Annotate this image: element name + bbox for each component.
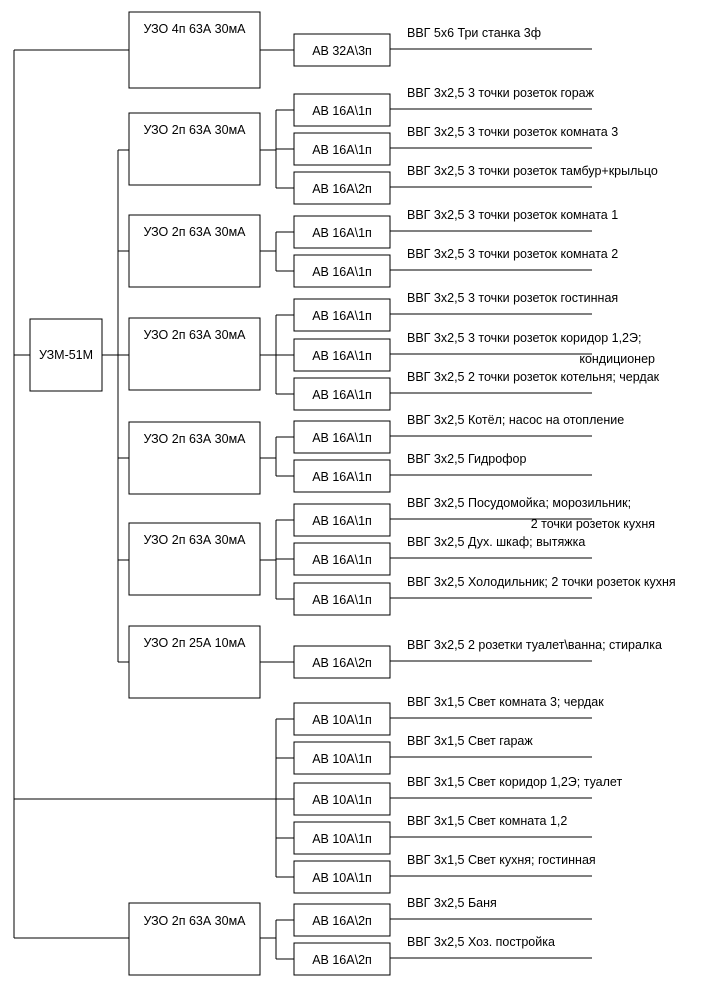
cable-label: ВВГ 3х1,5 Свет комната 1,2 (407, 814, 567, 828)
rcd-box (128, 317, 261, 391)
cable-label: ВВГ 3х2,5 2 розетки туалет\ванна; стирал… (407, 638, 662, 652)
breaker-box (293, 645, 391, 679)
breaker-label: АВ 10А\1п (312, 793, 372, 807)
cable-label: ВВГ 3х2,5 Холодильник; 2 точки розеток к… (407, 575, 676, 589)
breaker-box (293, 821, 391, 855)
cable-label: ВВГ 3х2,5 Хоз. постройка (407, 935, 555, 949)
breaker-box (293, 338, 391, 372)
breaker-label: АВ 16А\1п (312, 514, 372, 528)
breaker-label: АВ 10А\1п (312, 871, 372, 885)
breaker-label: АВ 16А\1п (312, 349, 372, 363)
breaker-box (293, 942, 391, 976)
rcd-box (128, 112, 261, 186)
rcd-label: УЗО 2п 63А 30мА (143, 225, 246, 239)
cable-label: ВВГ 3х2,5 3 точки розеток гостинная (407, 291, 618, 305)
rcd-label: УЗО 2п 25А 10мА (143, 636, 246, 650)
breaker-label: АВ 16А\1п (312, 143, 372, 157)
breaker-box (293, 903, 391, 937)
breaker-label: АВ 16А\1п (312, 593, 372, 607)
breaker-label: АВ 10А\1п (312, 752, 372, 766)
rcd-box (128, 214, 261, 288)
breaker-box (293, 741, 391, 775)
breaker-label: АВ 10А\1п (312, 713, 372, 727)
breaker-label: АВ 16А\2п (312, 656, 372, 670)
breaker-box (293, 782, 391, 816)
cable-label: ВВГ 3х2,5 3 точки розеток комната 2 (407, 247, 618, 261)
breaker-box (293, 459, 391, 493)
cable-label: ВВГ 3х1,5 Свет гараж (407, 734, 533, 748)
main-device-box (29, 318, 103, 392)
breaker-box (293, 33, 391, 67)
breaker-box (293, 420, 391, 454)
rcd-label: УЗО 4п 63А 30мА (143, 22, 246, 36)
cable-label-continued: кондиционер (579, 352, 655, 366)
breaker-box (293, 93, 391, 127)
breaker-box (293, 582, 391, 616)
rcd-box (128, 522, 261, 596)
cable-label: ВВГ 3х2,5 3 точки розеток тамбур+крыльцо (407, 164, 658, 178)
breaker-label: АВ 16А\1п (312, 226, 372, 240)
breaker-label: АВ 16А\1п (312, 309, 372, 323)
cable-label: ВВГ 3х2,5 3 точки розеток комната 3 (407, 125, 618, 139)
cable-label: ВВГ 3х2,5 Котёл; насос на отопление (407, 413, 624, 427)
cable-label: ВВГ 3х2,5 3 точки розеток гораж (407, 86, 595, 100)
breaker-box (293, 132, 391, 166)
cable-label: ВВГ 3х1,5 Свет кухня; гостинная (407, 853, 596, 867)
breaker-label: АВ 16А\1п (312, 388, 372, 402)
rcd-box (128, 902, 261, 976)
rcd-label: УЗО 2п 63А 30мА (143, 328, 246, 342)
breaker-box (293, 503, 391, 537)
cable-label: ВВГ 3х2,5 3 точки розеток коридор 1,2Э; (407, 331, 641, 345)
rcd-label: УЗО 2п 63А 30мА (143, 914, 246, 928)
rcd-box (128, 421, 261, 495)
rcd-box (128, 11, 261, 89)
breaker-box (293, 298, 391, 332)
cable-label: ВВГ 3х2,5 Дух. шкаф; вытяжка (407, 535, 585, 549)
cable-label: ВВГ 3х2,5 Баня (407, 896, 497, 910)
breaker-box (293, 377, 391, 411)
breaker-label: АВ 16А\1п (312, 265, 372, 279)
breaker-label: АВ 16А\1п (312, 431, 372, 445)
cable-label-continued: 2 точки розеток кухня (531, 517, 655, 531)
breaker-box (293, 254, 391, 288)
cable-label: ВВГ 5х6 Три станка 3ф (407, 26, 541, 40)
rcd-label: УЗО 2п 63А 30мА (143, 533, 246, 547)
breaker-box (293, 542, 391, 576)
main-device-label: УЗМ-51М (39, 348, 93, 362)
cable-label: ВВГ 3х1,5 Свет комната 3; чердак (407, 695, 604, 709)
breaker-box (293, 215, 391, 249)
breaker-box (293, 860, 391, 894)
cable-label: ВВГ 3х1,5 Свет коридор 1,2Э; туалет (407, 775, 622, 789)
breaker-label: АВ 16А\1п (312, 104, 372, 118)
breaker-label: АВ 16А\1п (312, 553, 372, 567)
cable-label: ВВГ 3х2,5 2 точки розеток котельня; черд… (407, 370, 660, 384)
cable-label: ВВГ 3х2,5 3 точки розеток комната 1 (407, 208, 618, 222)
breaker-label: АВ 10А\1п (312, 832, 372, 846)
rcd-label: УЗО 2п 63А 30мА (143, 123, 246, 137)
cable-label: ВВГ 3х2,5 Посудомойка; морозильник; (407, 496, 631, 510)
breaker-label: АВ 32А\3п (312, 44, 372, 58)
breaker-box (293, 702, 391, 736)
breaker-label: АВ 16А\1п (312, 470, 372, 484)
breaker-label: АВ 16А\2п (312, 182, 372, 196)
breaker-box (293, 171, 391, 205)
rcd-label: УЗО 2п 63А 30мА (143, 432, 246, 446)
cable-label: ВВГ 3х2,5 Гидрофор (407, 452, 526, 466)
breaker-label: АВ 16А\2п (312, 953, 372, 967)
breaker-label: АВ 16А\2п (312, 914, 372, 928)
